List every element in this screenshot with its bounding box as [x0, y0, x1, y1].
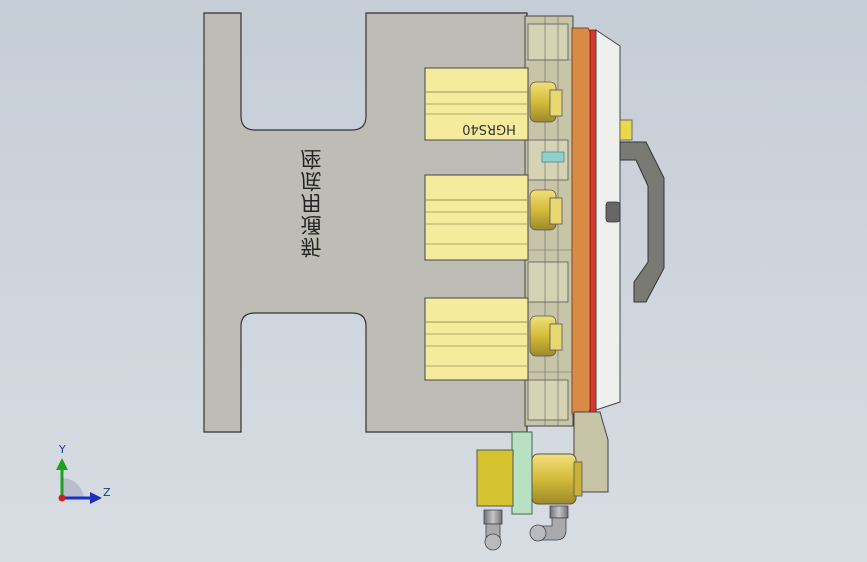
red-plate	[589, 29, 597, 415]
green-plate	[511, 431, 533, 515]
fitting-left	[483, 509, 503, 551]
cylinder-end-bosses	[529, 81, 565, 357]
cylinder-bottom	[424, 297, 529, 381]
base-plate-label: 新通用底座	[298, 148, 322, 258]
cylinder-model-label: HGRS40	[462, 121, 516, 136]
fitting-right	[529, 505, 569, 542]
cylinder-top	[424, 67, 529, 141]
handle	[619, 141, 665, 303]
yellow-tab	[619, 119, 633, 141]
axis-z-label: Z	[103, 486, 111, 499]
bottom-block	[476, 449, 514, 507]
axis-triad	[56, 458, 102, 504]
valve-collar	[573, 461, 583, 497]
panel-knob	[605, 201, 621, 223]
brass-valve	[531, 453, 577, 505]
axis-y-label: Y	[59, 443, 66, 456]
cylinder-middle	[424, 174, 529, 261]
orange-plate	[571, 27, 593, 415]
